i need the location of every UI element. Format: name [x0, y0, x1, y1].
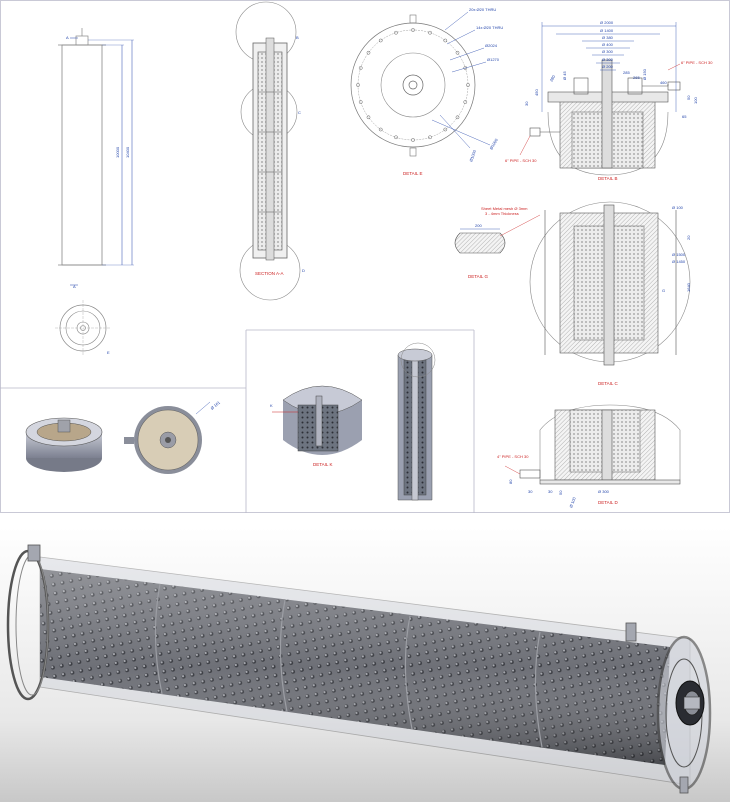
iso-callout: Ø 161	[209, 399, 221, 410]
dim-d-3: 30	[528, 489, 533, 494]
dim-c-1: 20	[686, 235, 691, 240]
pipe-label-b-left: 6" PIPE - SCH 30	[505, 158, 537, 163]
detail-g-view: 200 Sheet Metal mesh Ø 3mm 3 - 4mm Thick…	[454, 206, 541, 279]
dim-c-2: Ø 1500	[672, 252, 686, 257]
dim-b-7: 285	[623, 70, 630, 75]
callout-e-1: 14x Ø20 THRU	[476, 25, 503, 30]
detail-b-view: Ø 2000 Ø 1400 Ø 380 Ø 400 Ø 300 Ø 300 Ø …	[505, 20, 713, 181]
dim-b-15: 30	[524, 101, 529, 106]
bolt-hole	[394, 30, 398, 35]
section-mark-a-top: A	[66, 35, 69, 40]
bolt-hole	[466, 83, 470, 87]
bolt-hole	[366, 115, 371, 120]
bolt-hole	[463, 100, 468, 104]
dim-b-5: Ø 300	[602, 57, 614, 62]
bolt-hole	[394, 135, 398, 140]
dim-b-14: 65	[682, 114, 687, 119]
note-g-line2: 3 - 4mm Thickness	[485, 211, 519, 216]
bolt-hole	[455, 50, 460, 55]
bolt-hole	[463, 66, 468, 70]
pipe-label-b-right: 6" PIPE - SCH 30	[681, 60, 713, 65]
callout-e-3: Ø1270	[487, 57, 500, 62]
section-mark-c: C	[298, 110, 301, 115]
section-mark-e: E	[107, 350, 110, 355]
bolt-hole	[428, 30, 432, 35]
detail-d-view: 4" PIPE - SCH 30 Ø 300 80 30 30 50 Ø 100…	[497, 404, 681, 509]
dim-b-2: Ø 380	[602, 35, 614, 40]
iso-view-flange	[25, 417, 103, 472]
bolt-hole	[378, 127, 383, 132]
note-g-line1: Sheet Metal mesh Ø 3mm	[481, 206, 528, 211]
bolt-hole	[428, 135, 432, 140]
caption-detail-d: DETAIL D	[598, 500, 619, 505]
end-view: E	[55, 300, 111, 356]
dim-c-0: Ø 100	[672, 205, 684, 210]
dim-b-0: Ø 2000	[600, 20, 614, 25]
section-mark-a-bottom: A	[73, 284, 76, 289]
dim-b-1: Ø 1400	[600, 28, 614, 33]
dim-d-0: Ø 300	[598, 489, 610, 494]
caption-detail-k: DETAIL K	[313, 462, 333, 467]
dim-b-4: Ø 300	[602, 49, 614, 54]
section-mark-k: K	[270, 403, 273, 408]
section-mark-b: B	[296, 35, 299, 40]
dim-c-3: Ø 1450	[672, 259, 686, 264]
dim-overall-length: 10400	[125, 146, 130, 158]
bolt-hole	[443, 127, 448, 132]
dim-b-12: 100	[693, 97, 698, 104]
dim-c-4: 1640	[686, 282, 691, 292]
bolt-hole	[455, 115, 460, 120]
dim-inner-length: 10000	[115, 146, 120, 158]
bolt-hole	[411, 28, 415, 32]
engineering-drawing-sheet: A A 10000 10400 E B C	[0, 0, 730, 513]
dim-d-4: 50	[558, 490, 563, 495]
caption-detail-c: DETAIL C	[598, 381, 619, 386]
section-a-a-view: B C D SECTION A-A	[235, 1, 305, 301]
pipe-label-d: 4" PIPE - SCH 30	[497, 454, 529, 459]
dim-b-13: 50	[686, 95, 691, 100]
bolt-hole	[378, 38, 383, 43]
bolt-hole	[358, 66, 363, 70]
main-elevation-view: A A 10000 10400	[58, 28, 134, 289]
dim-d-1: 80	[508, 479, 513, 484]
caption-section-a-a: SECTION A-A	[255, 271, 284, 276]
dim-b-9: Ø 150	[642, 68, 647, 80]
callout-e-0: 20x Ø20 THRU	[469, 7, 496, 12]
bolt-hole	[366, 50, 371, 55]
bolt-hole	[411, 138, 415, 142]
bolt-hole	[443, 38, 448, 43]
filter-3d-render	[0, 527, 730, 802]
caption-detail-e: DETAIL E	[403, 171, 423, 176]
detail-k-view: K DETAIL K	[270, 385, 363, 467]
dim-b-6: Ø 200	[602, 64, 614, 69]
dim-b-17: 280	[549, 74, 557, 83]
iso-cutaway-column	[397, 342, 436, 501]
caption-detail-g: DETAIL G	[468, 274, 489, 279]
dim-b-10: Ø 45	[562, 71, 567, 80]
dim-g: 200	[475, 223, 482, 228]
dim-d-2: 30	[548, 489, 553, 494]
caption-detail-b: DETAIL B	[598, 176, 618, 181]
iso-view-end: Ø 161	[124, 399, 222, 474]
detail-c-view: G Ø 100 20 Ø 1500 Ø 1450 1640 DETAIL C	[529, 201, 691, 386]
dim-b-11: 460	[660, 80, 667, 85]
dim-b-3: Ø 400	[602, 42, 614, 47]
callout-e-4: Ø1000	[468, 149, 477, 163]
bolt-hole	[356, 83, 360, 87]
dim-b-8: 265	[633, 75, 640, 80]
callout-e-5: Ø1000	[489, 137, 500, 151]
dim-d-5: Ø 100	[568, 496, 577, 509]
detail-e-view: 20x Ø20 THRU 14x Ø20 THRU Ø2024 Ø1270 Ø1…	[350, 7, 503, 176]
dim-b-16: 450	[534, 89, 539, 96]
section-mark-g: G	[662, 288, 665, 293]
callout-e-2: Ø2024	[485, 43, 498, 48]
bolt-hole	[358, 100, 363, 104]
section-mark-d: D	[302, 268, 305, 273]
